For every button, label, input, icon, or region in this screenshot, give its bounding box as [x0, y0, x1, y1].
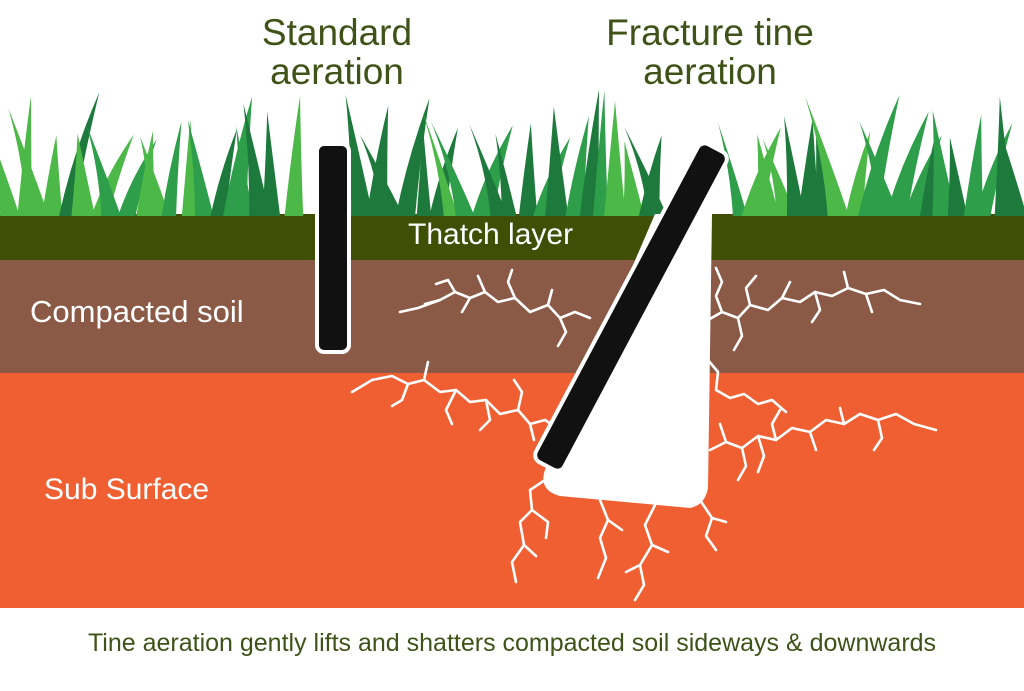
- grass-blade: [243, 103, 271, 216]
- grass-blade: [345, 94, 373, 216]
- grass-tuft-icon: [0, 89, 1024, 216]
- diagram-caption: Tine aeration gently lifts and shatters …: [87, 629, 937, 657]
- grass-blade: [798, 118, 820, 216]
- grass-blade: [784, 115, 805, 216]
- grass-blade: [161, 121, 182, 216]
- standard-heading-line1: Standard: [261, 12, 413, 53]
- compacted-soil-label: Compacted soil: [30, 294, 244, 329]
- grass-blade: [495, 133, 517, 216]
- standard-aeration-heading: Standard aeration: [232, 12, 442, 92]
- grass-blade: [518, 123, 538, 216]
- grass-blade: [1000, 130, 1024, 216]
- grass-blade: [604, 100, 626, 216]
- compacted-soil-layer: [0, 260, 1024, 373]
- grass-blade: [430, 121, 475, 216]
- grass-blade: [0, 159, 20, 216]
- grass-blade: [565, 116, 589, 216]
- grass-blade: [717, 122, 748, 216]
- grass-blade: [284, 96, 304, 216]
- fracture-heading-line2: aeration: [643, 50, 777, 92]
- grass-blade: [429, 127, 458, 216]
- grass-blade: [579, 89, 600, 216]
- grass-blade: [86, 125, 121, 216]
- thatch-layer-label: Thatch layer: [408, 218, 574, 251]
- grass-blade: [805, 97, 849, 216]
- grass-blade: [622, 141, 645, 216]
- grass-blade: [359, 134, 404, 216]
- grass-blade: [859, 121, 900, 216]
- standard-heading-line2: aeration: [270, 50, 404, 92]
- grass-blade: [395, 98, 430, 216]
- grass-blade: [262, 111, 281, 216]
- grass-blade: [947, 137, 968, 216]
- fracture-aeration-heading: Fracture tine aeration: [560, 12, 860, 92]
- grass-blade: [421, 109, 458, 216]
- grass-blade: [416, 128, 432, 216]
- grass-blade: [756, 134, 780, 216]
- vertical-tine-icon: [315, 142, 351, 354]
- grass-blade: [885, 111, 929, 216]
- grass-blade: [236, 126, 254, 216]
- thatch-layer: [0, 214, 1024, 260]
- grass-blade: [210, 129, 237, 216]
- grass-blade: [593, 90, 608, 216]
- grass-blade: [857, 95, 900, 216]
- fracture-heading-line1: Fracture tine: [606, 12, 814, 53]
- soil-crack-icon: [350, 266, 938, 602]
- grass-blade: [8, 107, 49, 216]
- fracture-opening: [543, 214, 712, 508]
- grass-blade: [469, 124, 508, 216]
- grass-blade: [71, 133, 96, 216]
- angled-tine-icon: [533, 141, 729, 473]
- grass-blade: [187, 119, 214, 216]
- sub-surface-label: Sub Surface: [44, 473, 210, 506]
- grass-blade: [471, 125, 513, 216]
- grass-blade: [963, 115, 984, 216]
- grass-blade: [624, 126, 668, 216]
- grass-blade: [41, 135, 63, 216]
- grass-blade: [140, 136, 170, 216]
- grass-blade: [545, 106, 569, 216]
